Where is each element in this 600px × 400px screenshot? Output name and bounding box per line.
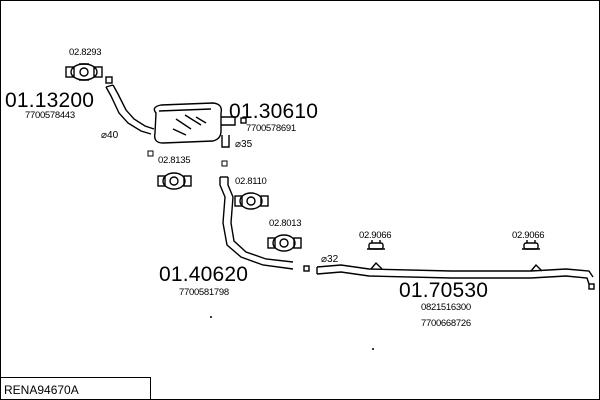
hanger-icon [367,240,385,250]
clamp-icon [65,63,103,81]
clamp-icon [234,192,269,210]
tail-pipe-icon [316,261,595,290]
part-ref-7700581798: 7700581798 [179,287,229,298]
part-code-01-13200: 01.13200 [5,89,95,112]
clamp-icon [157,172,192,190]
diameter-40: ⌀40 [101,130,119,141]
front-pipe-icon [105,76,155,135]
part-ref-7700578443: 7700578443 [25,110,75,121]
part-ref-7700578691: 7700578691 [246,123,296,134]
diameter-35: ⌀35 [235,139,253,150]
intermediate-pipe-icon [219,176,310,272]
clamp-icon [267,234,302,252]
clamp-code-02-8013: 02.8013 [269,218,302,229]
hanger-code-02-9066: 02.9066 [359,230,392,241]
part-ref-7700668726: 7700668726 [421,318,471,329]
part-ref-0821516300: 0821516300 [421,302,471,313]
part-code-01-30610: 01.30610 [229,100,319,123]
hanger-code-02-9066-b: 02.9066 [512,230,545,241]
diagram-title: RENA94670A [4,383,79,397]
diameter-32: ⌀32 [321,254,339,265]
title-box: RENA94670A [1,377,151,399]
part-code-01-40620: 01.40620 [159,263,249,286]
clamp-code-02-8135: 02.8135 [158,155,191,166]
dot-marker-icon [210,316,374,350]
marker-icon [147,150,228,167]
hanger-icon [522,240,540,250]
part-code-01-70530: 01.70530 [399,279,489,302]
clamp-code-02-8110: 02.8110 [235,176,267,187]
silencer-icon [153,102,247,148]
clamp-code-02-8293: 02.8293 [69,47,102,58]
